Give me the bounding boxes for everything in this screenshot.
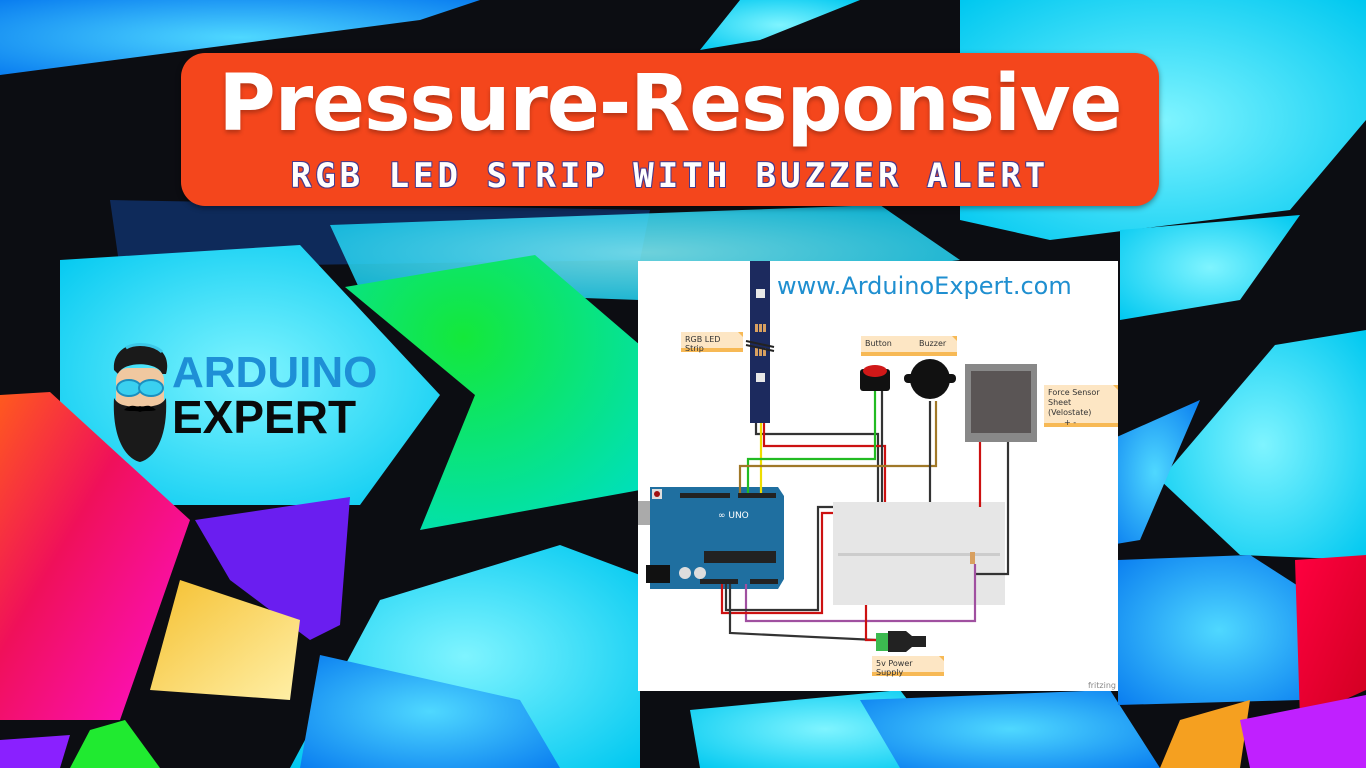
resistor-icon (970, 552, 975, 564)
logo-text-arduino: ARDUINO (172, 348, 378, 397)
label-force-sensor: Force Sensor Sheet (Velostate) + - (1044, 385, 1118, 427)
arduino-uno-board-icon: ∞ UNO (638, 487, 784, 589)
label-force-sensor-line2: Sheet (Velostate) (1048, 398, 1092, 417)
label-button: Button (865, 339, 892, 348)
label-button-buzzer: Button Buzzer (861, 336, 957, 356)
label-buzzer: Buzzer (919, 339, 947, 348)
arduino-expert-logo: ARDUINO EXPERT (104, 340, 394, 470)
breadboard-icon (833, 502, 1005, 605)
circuit-diagram: www.ArduinoExpert.com (638, 261, 1118, 691)
website-url: www.ArduinoExpert.com (777, 272, 1072, 300)
buzzer-icon (904, 359, 956, 399)
title-main: Pressure-Responsive (218, 59, 1123, 149)
force-sensor-icon (965, 364, 1037, 442)
label-force-sensor-pins: + - (1064, 418, 1077, 427)
fritzing-watermark: fritzing (1087, 681, 1116, 690)
svg-text:∞ UNO: ∞ UNO (718, 511, 749, 521)
label-rgb-led-strip: RGB LED Strip (681, 332, 743, 353)
circuit-wiring-svg: ∞ UNO (638, 261, 1037, 652)
title-subtitle: RGB LED STRIP WITH BUZZER ALERT (290, 156, 1050, 196)
logo-text-expert: EXPERT (172, 391, 357, 443)
led-strip-icon (745, 261, 775, 423)
label-power-supply: 5v Power Supply (872, 656, 944, 677)
bearded-man-mascot-icon (113, 343, 168, 462)
title-banner: Pressure-Responsive RGB LED STRIP WITH B… (181, 53, 1159, 206)
push-button-icon (860, 365, 890, 391)
power-jack-icon (876, 631, 926, 652)
label-force-sensor-line1: Force Sensor (1048, 388, 1100, 397)
